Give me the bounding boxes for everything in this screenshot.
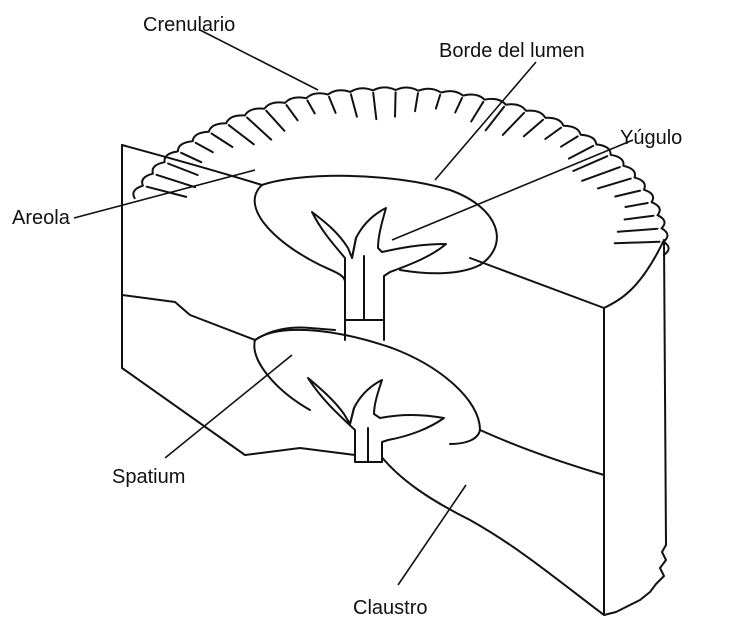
- areola-upper: [122, 145, 497, 282]
- crenulario-ridge: [351, 94, 357, 116]
- crenulario-ridge: [266, 111, 284, 131]
- crenulario-ridge: [147, 187, 187, 197]
- crenulario-ridge: [545, 128, 561, 139]
- crenulario-ridge: [157, 175, 196, 187]
- label-crenulario: Crenulario: [143, 14, 235, 36]
- block-outline: [122, 145, 666, 615]
- crenulario-ridges: [147, 92, 660, 243]
- crenulario-ridge: [436, 95, 440, 109]
- crenulario-ridge: [247, 118, 271, 140]
- label-spatium: Spatium: [112, 466, 185, 488]
- crenulario-ridge: [229, 125, 254, 144]
- crenulario-ridge: [181, 153, 201, 162]
- label-borde-del-lumen: Borde del lumen: [439, 40, 585, 62]
- crenulario-ridge: [471, 102, 483, 122]
- leader-yugulo: [392, 140, 633, 240]
- crenulario-ridge: [373, 93, 376, 119]
- crenulario-ridge: [626, 203, 648, 207]
- crenulario-ridge: [615, 242, 660, 243]
- crenulario-ridge: [598, 179, 631, 189]
- crenulario-ridge: [196, 143, 213, 152]
- crenulario-ridge: [329, 97, 336, 113]
- crenulario-ridge: [615, 191, 640, 197]
- crenulario-ridge: [395, 92, 396, 116]
- label-claustro: Claustro: [353, 597, 427, 619]
- yugulo-lower: [308, 378, 444, 462]
- crenulario-ridge: [212, 134, 233, 148]
- leader-crenulario: [200, 30, 318, 90]
- crenulario-ridge: [625, 216, 654, 220]
- crenulario-ridge: [415, 93, 418, 111]
- label-yugulo: Yúgulo: [620, 127, 682, 149]
- crenulario-ridge: [582, 167, 620, 181]
- crenulario-ridge: [287, 105, 298, 120]
- crenulario-ridge: [561, 136, 578, 146]
- label-areola: Areola: [12, 207, 71, 229]
- crenulario-ridge: [503, 113, 524, 135]
- leader-claustro: [398, 485, 466, 585]
- crenulario-ridge: [618, 229, 658, 232]
- crenulario-ridge: [569, 146, 593, 159]
- leader-borde-del-lumen: [435, 62, 536, 180]
- crenulario-ridge: [307, 101, 314, 114]
- crenulario-ridge: [455, 98, 462, 113]
- crenulario-ridge: [524, 120, 543, 137]
